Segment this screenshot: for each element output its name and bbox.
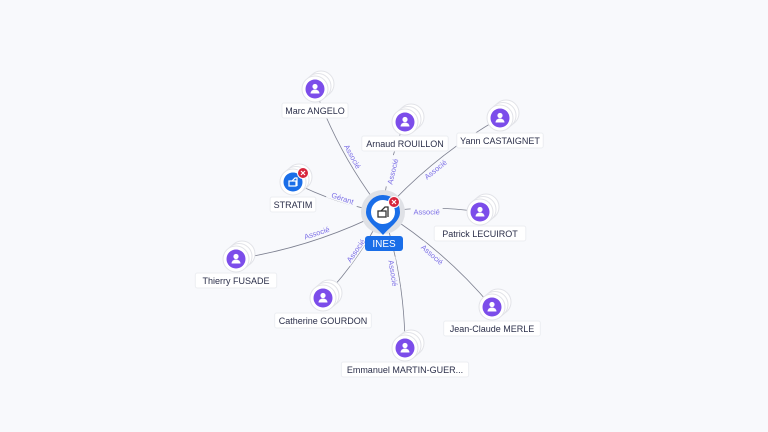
node-thierry-fusade[interactable]: Thierry FUSADE: [194, 240, 278, 289]
center-label: INES: [372, 239, 396, 250]
node-stratim[interactable]: STRATIM: [269, 163, 317, 213]
building-icon: [377, 206, 389, 218]
edge-label: Associé: [385, 158, 400, 186]
person-icon: [318, 292, 328, 303]
node-marc-angelo[interactable]: Marc ANGELO: [281, 70, 349, 119]
person-icon: [231, 253, 241, 264]
close-icon[interactable]: [388, 196, 400, 208]
node-label: Marc ANGELO: [285, 106, 345, 116]
node-label: Patrick LECUIROT: [442, 229, 518, 239]
node-catherine-gourdon[interactable]: Catherine GOURDON: [274, 279, 372, 329]
edge-label: Associé: [303, 225, 331, 242]
edge-label: Associé: [414, 208, 440, 217]
building-icon: [288, 177, 298, 187]
node-label: STRATIM: [274, 200, 313, 210]
edge-label: Associé: [345, 237, 367, 264]
close-icon[interactable]: [297, 167, 309, 179]
node-label: Jean-Claude MERLE: [450, 324, 535, 334]
node-label: Yann CASTAIGNET: [460, 136, 540, 146]
node-arnaud-rouillon[interactable]: Arnaud ROUILLON: [361, 103, 449, 152]
node-emmanuel-martin-guer-[interactable]: Emmanuel MARTIN-GUER...: [340, 329, 470, 378]
person-icon: [400, 116, 410, 127]
node-patrick-lecuirot[interactable]: Patrick LECUIROT: [433, 193, 527, 242]
person-icon: [487, 301, 497, 312]
person-icon: [475, 206, 485, 217]
person-icon: [495, 112, 505, 123]
center-node-ines[interactable]: INES: [361, 190, 405, 251]
node-label: Catherine GOURDON: [279, 316, 368, 326]
person-icon: [400, 342, 410, 353]
node-yann-castaignet[interactable]: Yann CASTAIGNET: [456, 99, 544, 149]
person-icon: [310, 83, 320, 94]
node-label: Arnaud ROUILLON: [366, 139, 444, 149]
edge-label: Associé: [342, 143, 363, 170]
node-jean-claude-merle[interactable]: Jean-Claude MERLE: [443, 288, 541, 337]
edge-label: Associé: [386, 260, 399, 287]
edge-label: Gérant: [330, 191, 355, 207]
node-label: Thierry FUSADE: [202, 276, 269, 286]
node-label: Emmanuel MARTIN-GUER...: [347, 365, 463, 375]
